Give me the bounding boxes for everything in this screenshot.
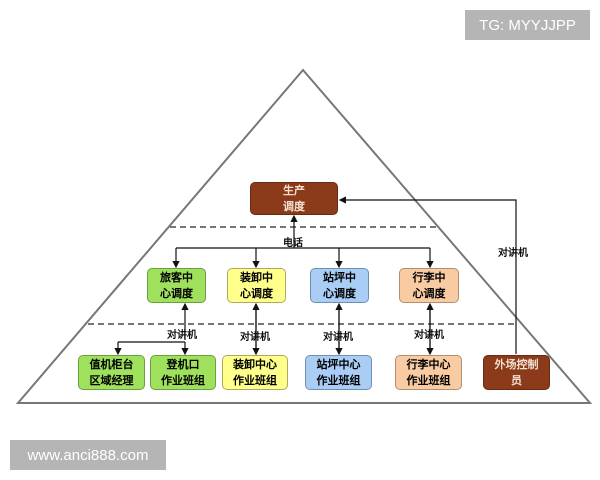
pyramid-outline xyxy=(15,68,593,404)
watermark-top: TG: MYYJJPP xyxy=(465,10,590,40)
watermark-bottom: www.anci888.com xyxy=(10,440,166,470)
node-passenger-center: 旅客中 心调度 xyxy=(147,268,206,303)
node-field-controller: 外场控制 员 xyxy=(483,355,550,390)
node-baggage-team: 行李中心 作业班组 xyxy=(395,355,462,390)
radio-label: 对讲机 xyxy=(414,330,444,341)
radio-label: 对讲机 xyxy=(323,332,353,343)
node-checkin-manager: 值机柜台 区域经理 xyxy=(78,355,145,390)
radio-label: 对讲机 xyxy=(240,332,270,343)
node-baggage-center: 行李中 心调度 xyxy=(399,268,459,303)
radio-label: 对讲机 xyxy=(167,330,197,341)
node-apron-team: 站坪中心 作业班组 xyxy=(305,355,372,390)
node-production-dispatch: 生产 调度 xyxy=(250,182,338,215)
node-apron-center: 站坪中 心调度 xyxy=(310,268,369,303)
radio-label-right: 对讲机 xyxy=(498,248,528,259)
node-gate-team: 登机口 作业班组 xyxy=(150,355,216,390)
node-loading-team: 装卸中心 作业班组 xyxy=(222,355,288,390)
phone-label: 电话 xyxy=(283,238,303,249)
node-loading-center: 装卸中 心调度 xyxy=(227,268,286,303)
